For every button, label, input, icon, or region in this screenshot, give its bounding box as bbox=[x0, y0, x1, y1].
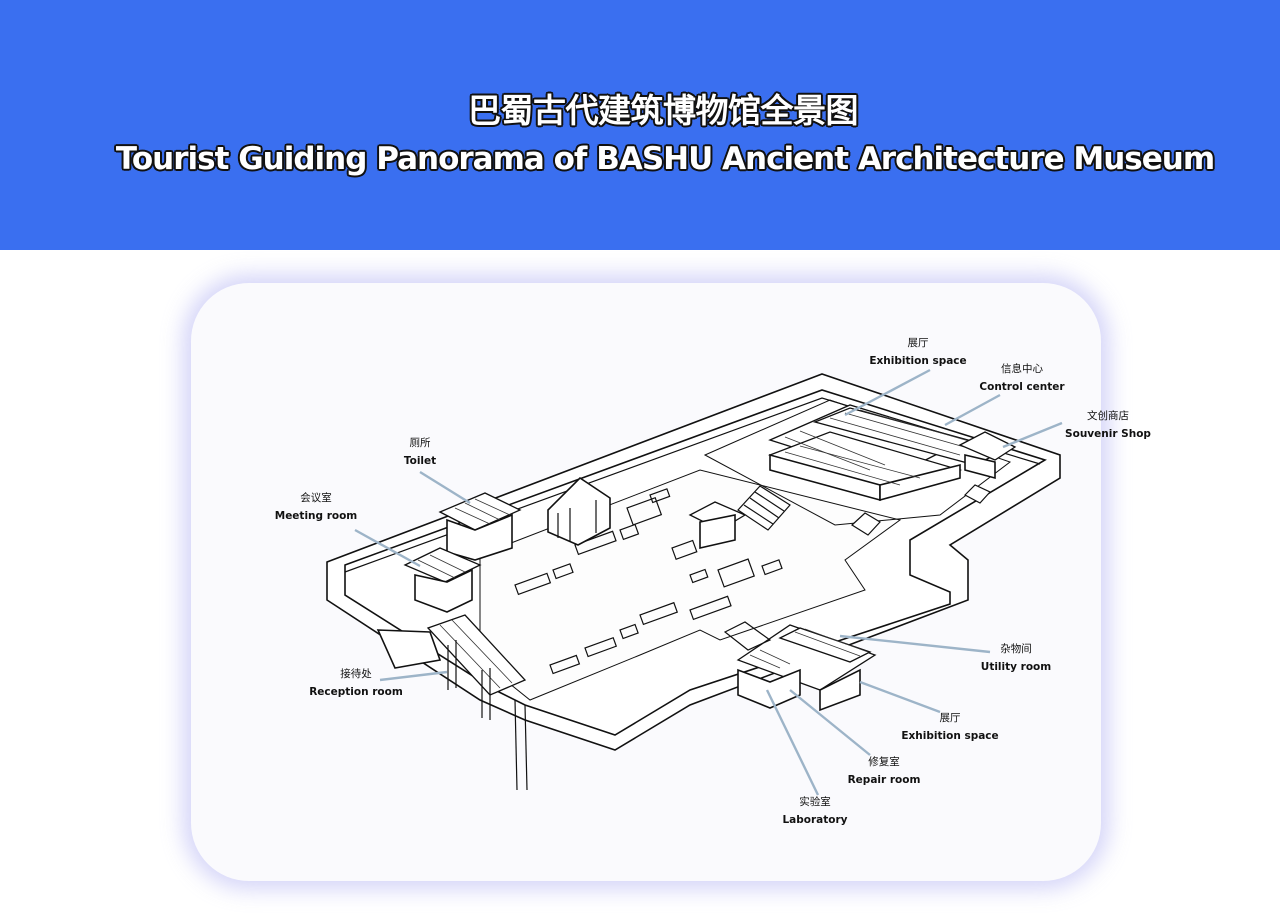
label-repair-room-cn: 修复室 bbox=[868, 756, 900, 768]
label-toilet-cn: 厕所 bbox=[409, 437, 431, 449]
label-repair-room-en: Repair room bbox=[847, 774, 921, 786]
label-reception-room-cn: 接待处 bbox=[340, 668, 372, 680]
label-souvenir-shop-en: Souvenir Shop bbox=[1065, 428, 1151, 440]
label-exhibition-space-north: 展厅 Exhibition space bbox=[869, 334, 966, 370]
label-toilet: 厕所 Toilet bbox=[404, 434, 436, 470]
label-meeting-room: 会议室 Meeting room bbox=[275, 489, 358, 525]
label-control-center: 信息中心 Control center bbox=[979, 360, 1064, 396]
label-laboratory-en: Laboratory bbox=[782, 814, 848, 826]
header-banner: 巴蜀古代建筑博物馆全景图 Tourist Guiding Panorama of… bbox=[0, 0, 1280, 250]
label-exhibition-space-south: 展厅 Exhibition space bbox=[901, 709, 998, 745]
label-meeting-room-cn: 会议室 bbox=[300, 492, 332, 504]
label-souvenir-shop: 文创商店 Souvenir Shop bbox=[1065, 407, 1151, 443]
label-repair-room: 修复室 Repair room bbox=[848, 753, 921, 789]
label-reception-room-en: Reception room bbox=[309, 686, 403, 698]
label-control-center-en: Control center bbox=[979, 381, 1065, 393]
label-utility-room-cn: 杂物间 bbox=[1000, 643, 1032, 655]
label-meeting-room-en: Meeting room bbox=[274, 510, 358, 522]
central-gate bbox=[547, 476, 747, 550]
label-utility-room: 杂物间 Utility room bbox=[981, 640, 1051, 676]
label-control-center-cn: 信息中心 bbox=[1000, 363, 1043, 375]
leader-lines bbox=[354, 368, 1063, 796]
label-exhibition-south-en: Exhibition space bbox=[901, 730, 999, 742]
west-buildings bbox=[376, 492, 528, 791]
label-laboratory-cn: 实验室 bbox=[799, 796, 831, 808]
building-complex-northeast bbox=[703, 399, 1017, 536]
label-toilet-en: Toilet bbox=[403, 455, 437, 467]
label-laboratory: 实验室 Laboratory bbox=[782, 793, 847, 829]
label-exhibition-north-en: Exhibition space bbox=[869, 355, 967, 367]
label-souvenir-shop-cn: 文创商店 bbox=[1087, 410, 1129, 422]
label-utility-room-en: Utility room bbox=[980, 661, 1052, 673]
label-reception-room: 接待处 Reception room bbox=[309, 665, 403, 701]
page-title-chinese: 巴蜀古代建筑博物馆全景图 bbox=[468, 91, 859, 130]
label-exhibition-south-cn: 展厅 bbox=[939, 712, 961, 724]
label-exhibition-north-cn: 展厅 bbox=[907, 337, 929, 349]
building-complex-southeast bbox=[723, 621, 877, 712]
page-title-english: Tourist Guiding Panorama of BASHU Ancien… bbox=[115, 141, 1215, 177]
